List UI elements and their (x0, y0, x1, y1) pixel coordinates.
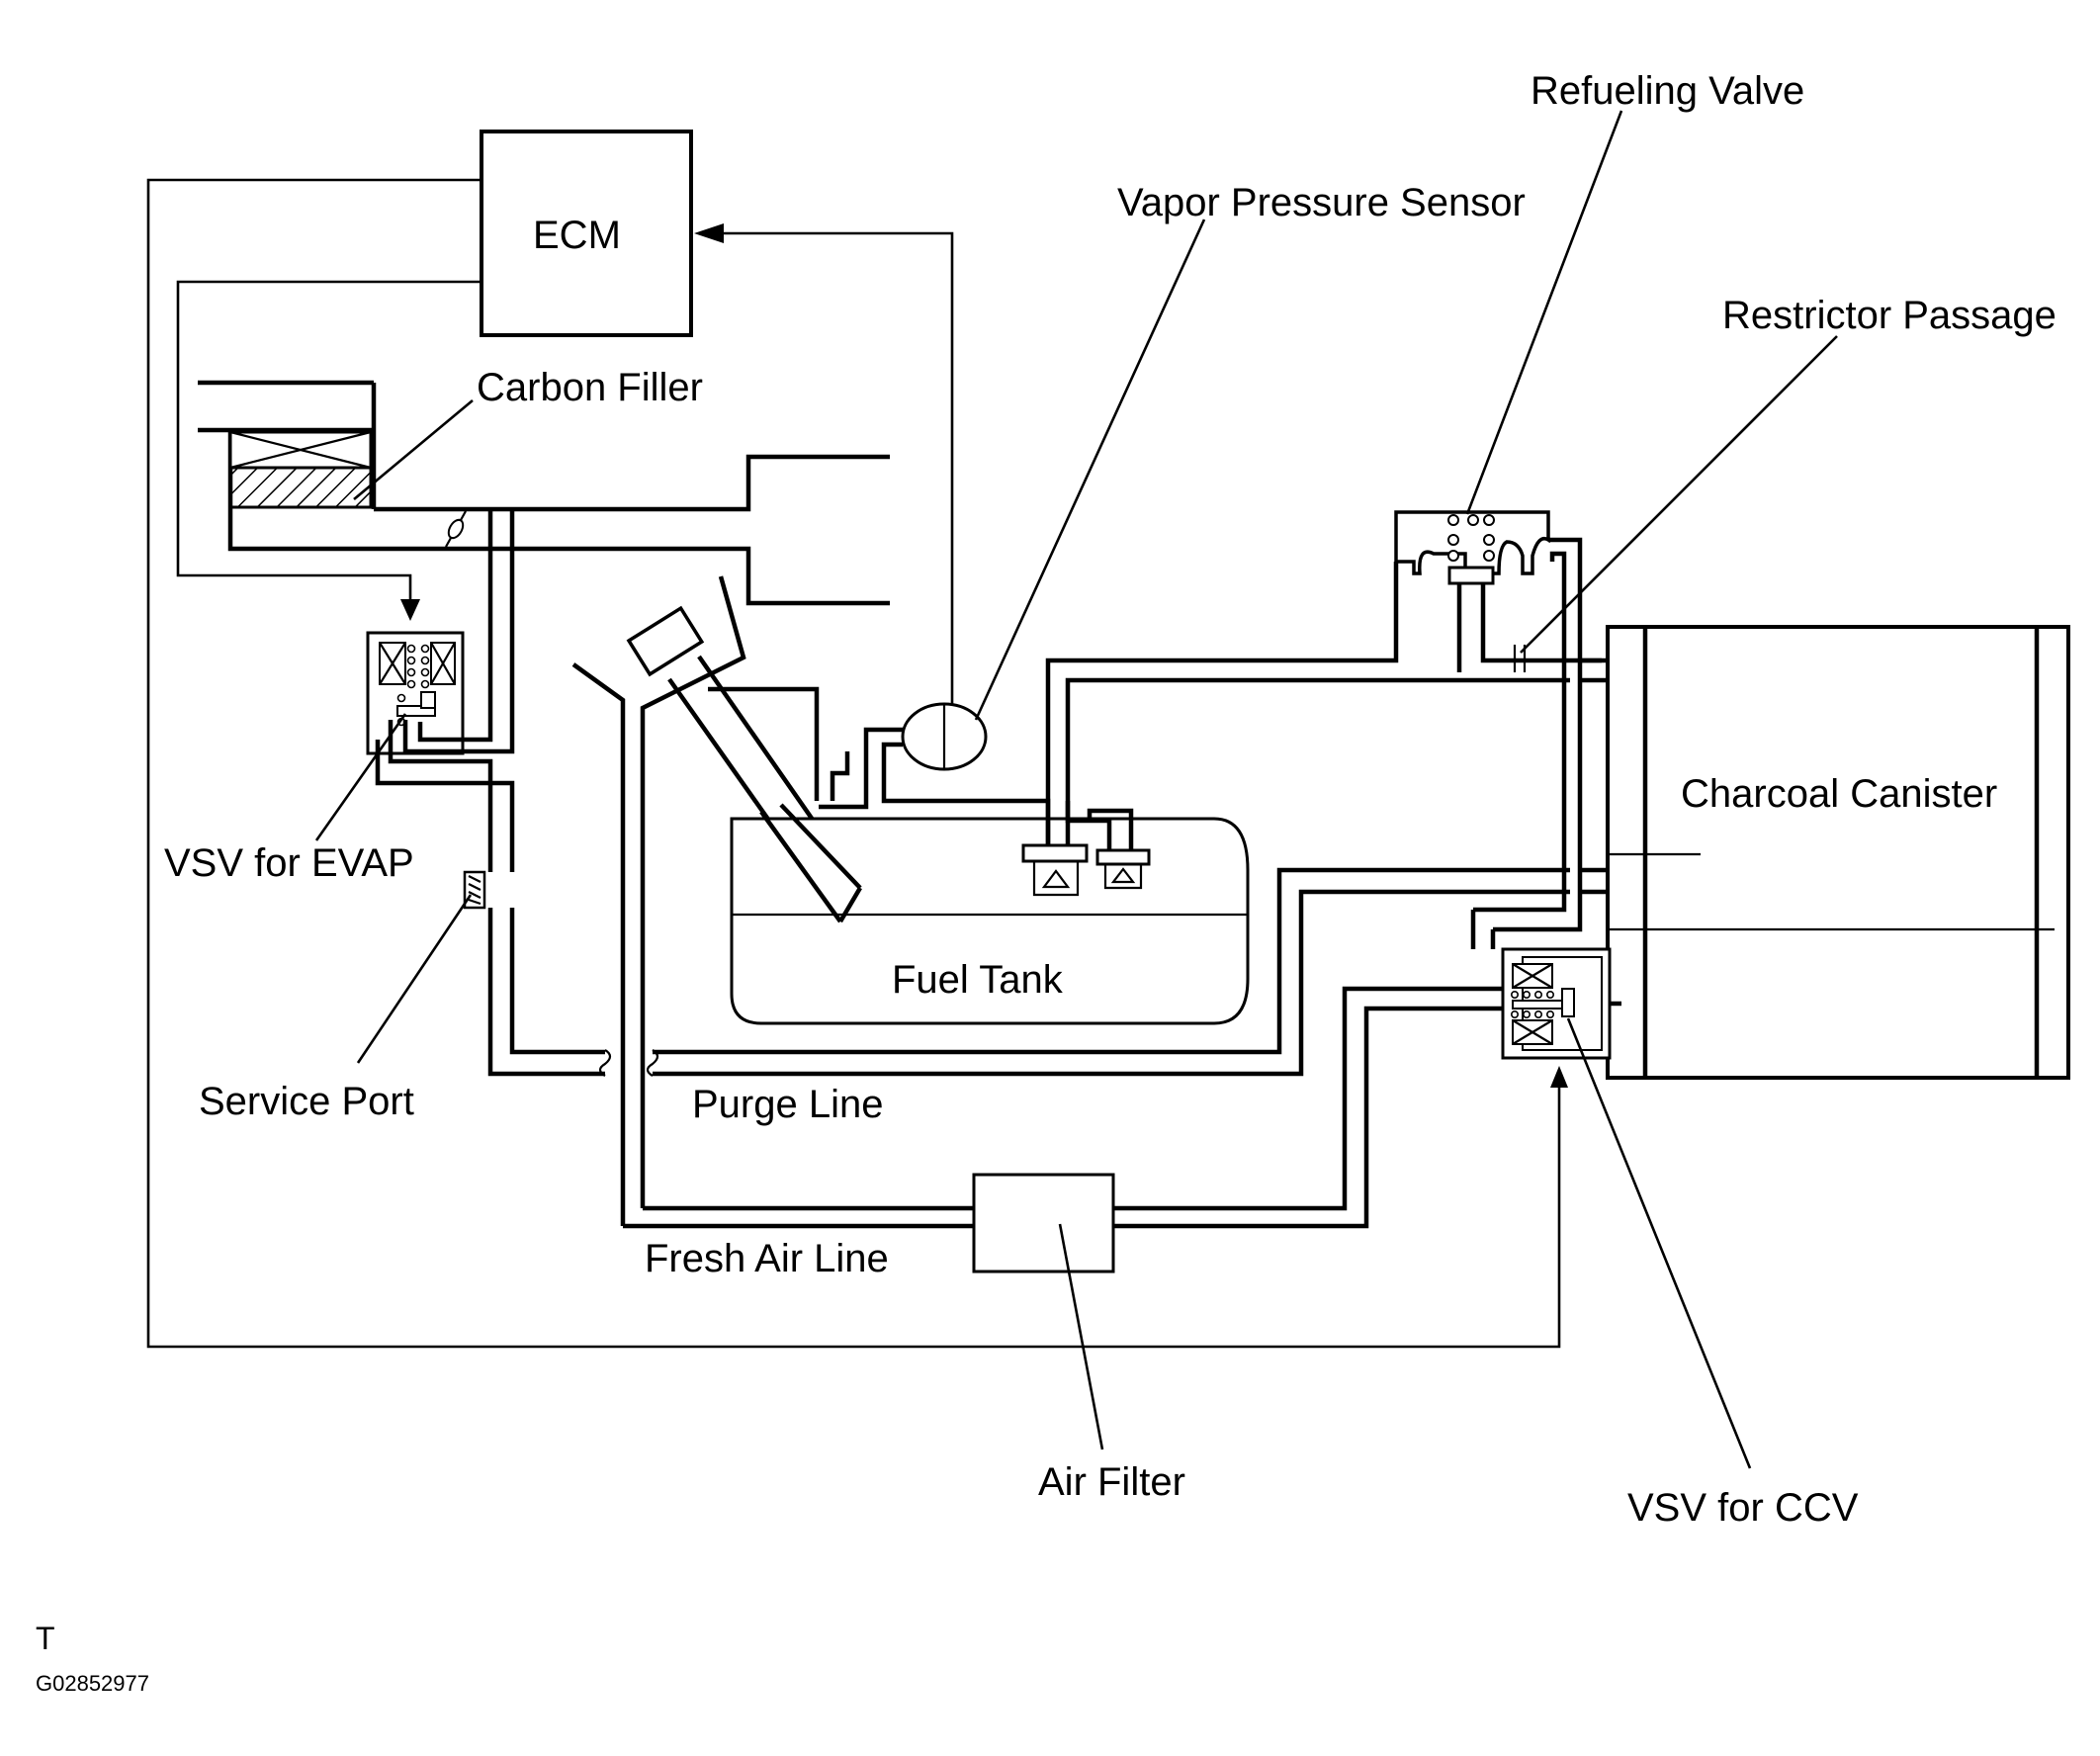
diagram-code: G02852977 (36, 1671, 149, 1696)
carbon-filler-label: Carbon Filler (477, 366, 703, 409)
purge-line-label: Purge Line (692, 1083, 883, 1126)
service-port (463, 870, 486, 910)
tank-vent-lines (1045, 562, 1570, 850)
corner-mark: T (36, 1621, 55, 1656)
carbon-filler (228, 430, 373, 509)
charcoal-canister-label: Charcoal Canister (1681, 772, 1997, 816)
vapor-pressure-sensor-label: Vapor Pressure Sensor (1117, 181, 1526, 224)
vsv-ccv-leader (1566, 1017, 1752, 1469)
refueling-valve-label: Refueling Valve (1531, 69, 1804, 113)
vsv-evap (366, 631, 465, 755)
service-port-leader (356, 894, 473, 1064)
ecm-box (480, 130, 693, 337)
filler-neck (571, 575, 862, 1226)
vapor-pressure-sensor-leader (974, 219, 1206, 721)
vsv-evap-leader (314, 713, 407, 841)
refueling-valve-leader (1465, 110, 1623, 515)
refueling-valve (1394, 510, 1602, 932)
restrictor-passage-leader (1520, 335, 1838, 654)
fuel-tank (730, 803, 1250, 1025)
fresh-air-line (623, 986, 1503, 1229)
vsv-for-evap-label: VSV for EVAP (164, 841, 414, 885)
fresh-air-line-label: Fresh Air Line (645, 1237, 889, 1280)
vapor-pressure-sensor (819, 702, 1051, 845)
ecm-wiring (146, 178, 1568, 1349)
arrow-to-vsv-evap (400, 599, 420, 621)
intake-duct (198, 380, 890, 606)
ecm-label: ECM (533, 214, 621, 257)
vsv-ccv (1470, 910, 1621, 1060)
air-filter-leader (1058, 1223, 1104, 1450)
vsv-for-ccv-label: VSV for CCV (1627, 1486, 1859, 1530)
carbon-filler-leader (353, 399, 474, 500)
purge-line (487, 867, 1570, 1077)
arrow-to-vsv-ccv (1550, 1066, 1568, 1088)
air-filter (972, 1173, 1115, 1273)
restrictor-passage-label: Restrictor Passage (1722, 294, 2056, 337)
charcoal-canister (1580, 625, 2070, 1080)
air-filter-label: Air Filter (1038, 1460, 1185, 1504)
arrow-to-ecm (694, 223, 724, 243)
service-port-label: Service Port (199, 1080, 414, 1123)
fuel-tank-label: Fuel Tank (892, 958, 1064, 1002)
